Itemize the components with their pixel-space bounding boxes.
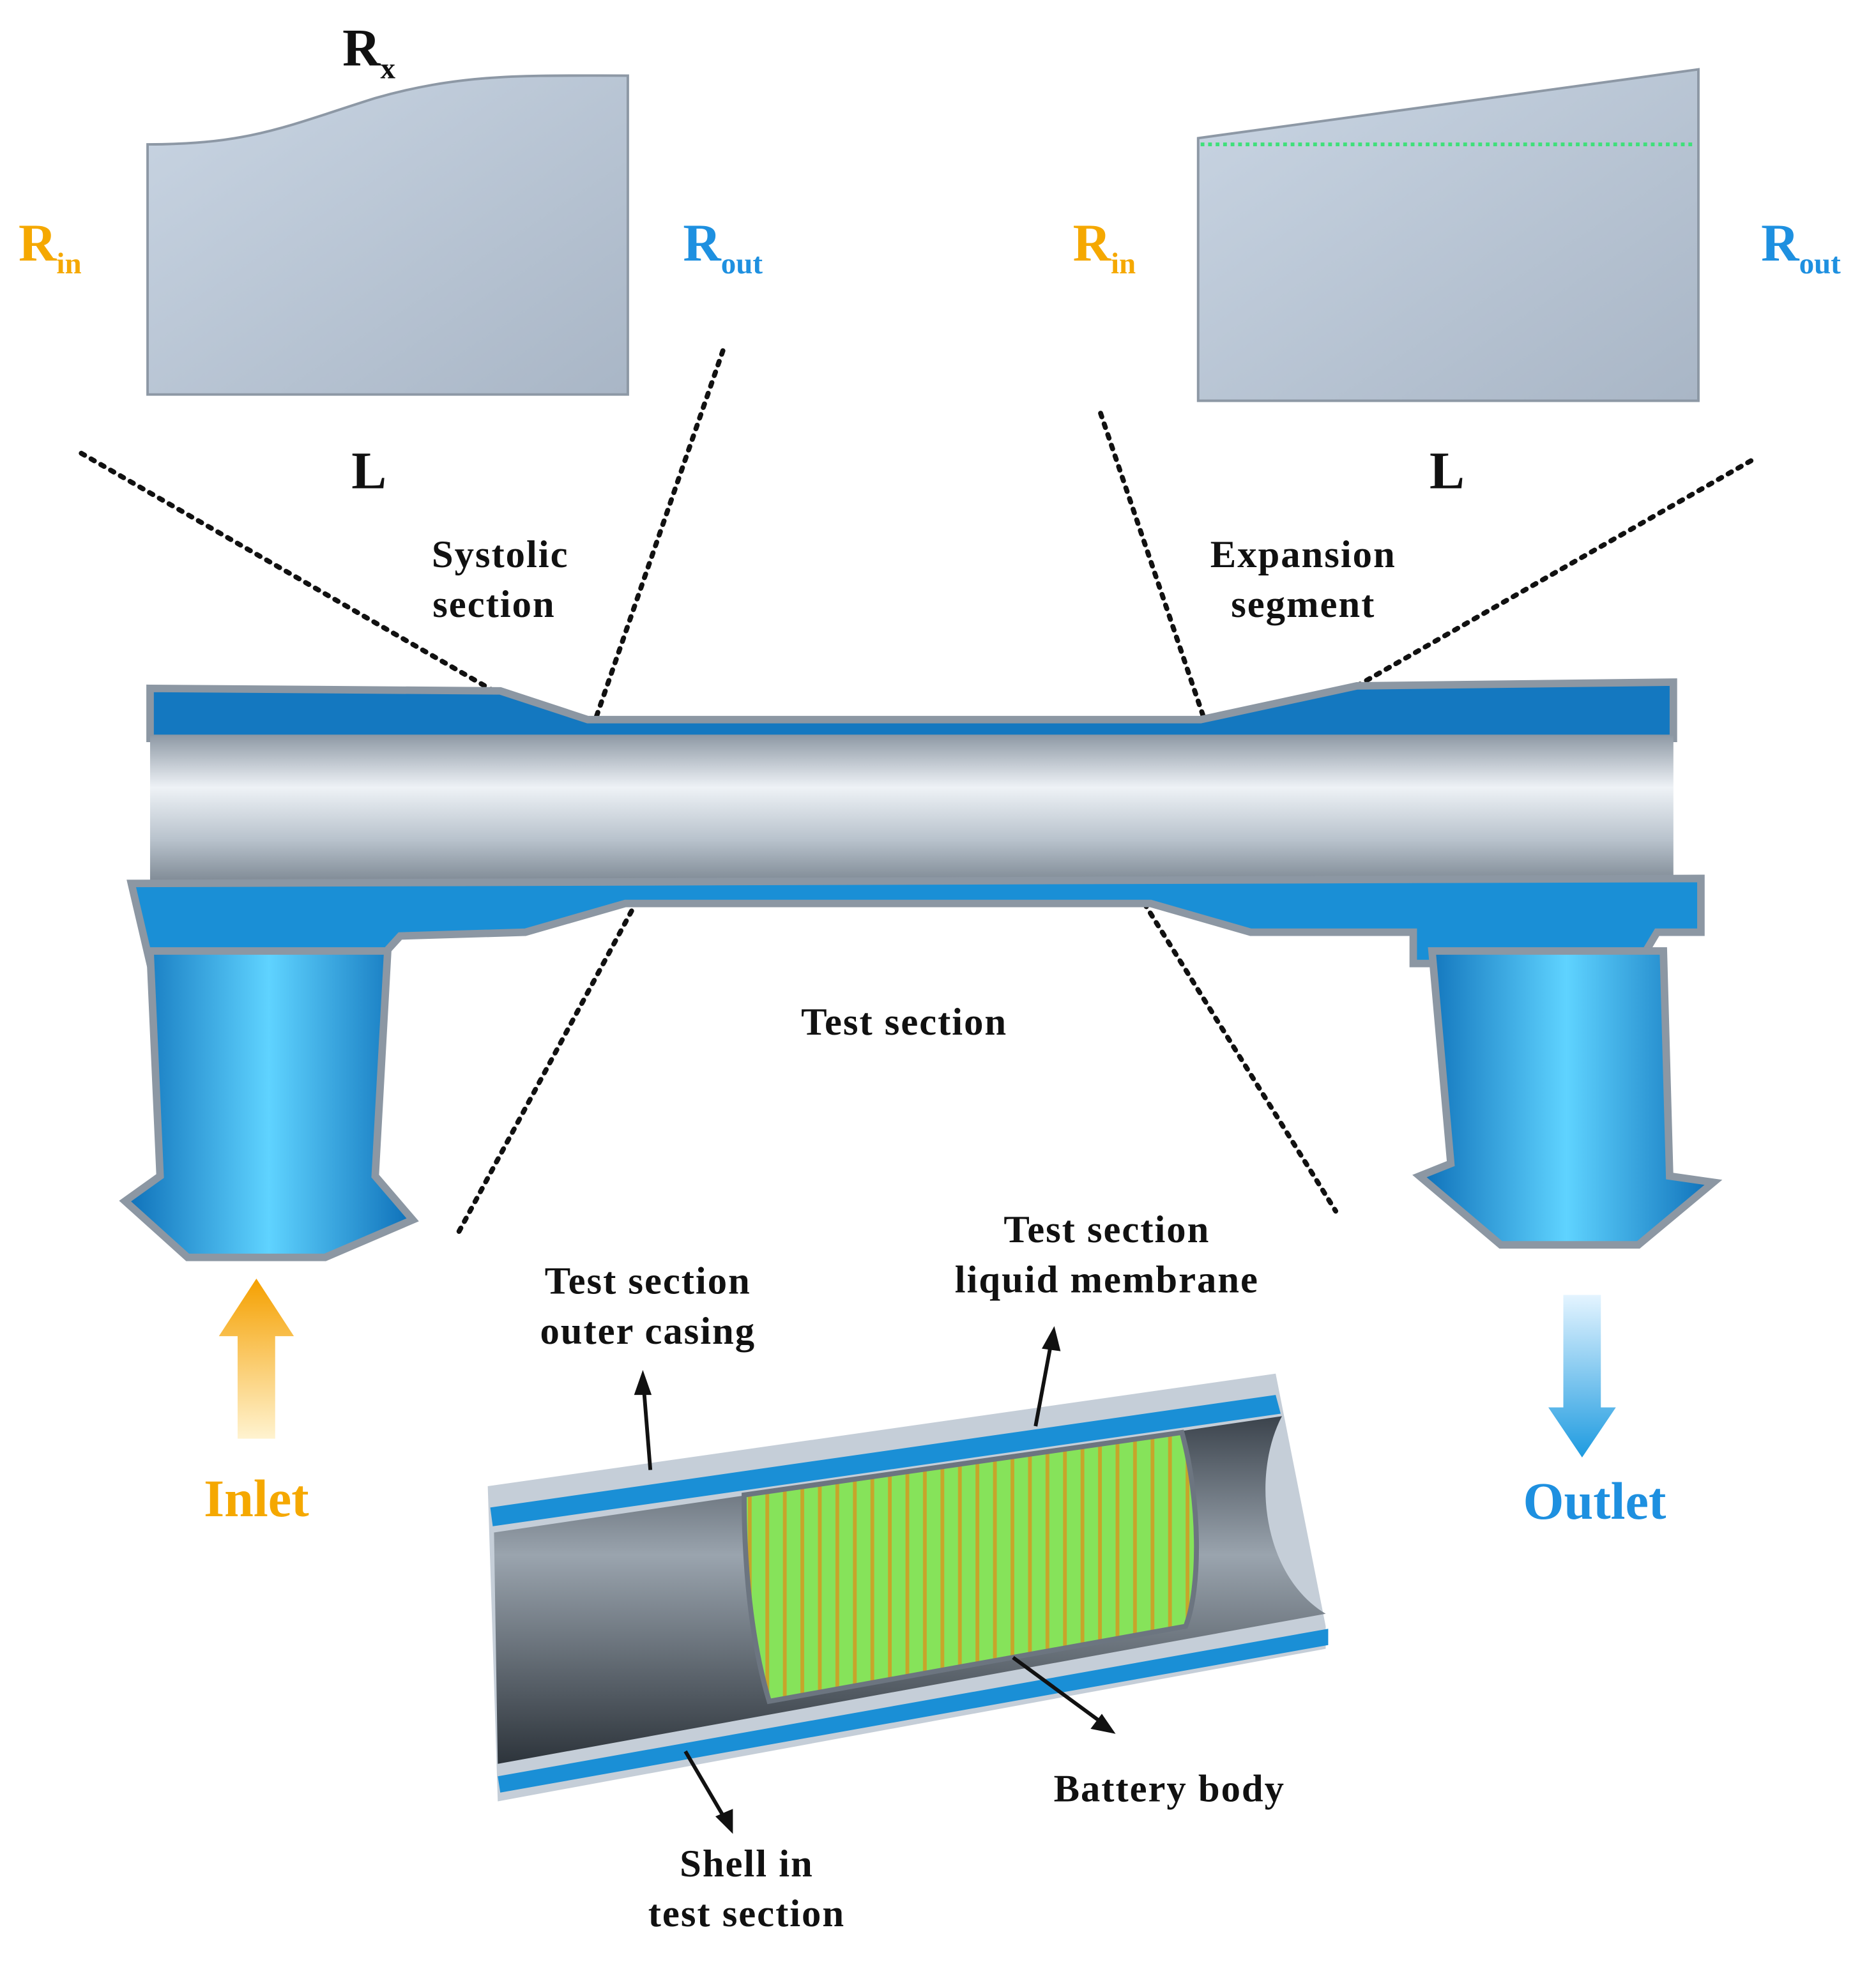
- outer-casing-label: Test section: [545, 1260, 751, 1303]
- rx-label: Rx: [342, 19, 395, 86]
- systolic-profile-shape: [146, 74, 629, 396]
- battery-body: [742, 1429, 1199, 1705]
- inlet-leg: [119, 947, 419, 1261]
- outlet-leg: [1412, 947, 1723, 1249]
- systolic-profile-panel: Rx Rin Rout L: [19, 19, 763, 500]
- battery-cutaway: [487, 1373, 1329, 1802]
- length-label: L: [351, 442, 386, 500]
- rout-label: Rout: [683, 214, 763, 280]
- liquid-membrane-label-2: liquid membrane: [955, 1259, 1259, 1302]
- liquid-membrane-label: Test section: [1003, 1208, 1210, 1251]
- systolic-section-label: Systolic: [432, 533, 569, 576]
- systolic-section-label-2: section: [432, 583, 555, 626]
- inlet-label: Inlet: [204, 1470, 309, 1528]
- length-label: L: [1430, 442, 1465, 500]
- rout-label: Rout: [1761, 214, 1841, 280]
- expansion-segment-label-2: segment: [1231, 583, 1375, 626]
- expansion-profile-panel: Rin Rout L: [1073, 68, 1841, 500]
- main-pipe: [119, 678, 1723, 1261]
- shell-label: Shell in: [680, 1843, 814, 1885]
- outer-casing-label-2: outer casing: [540, 1310, 756, 1353]
- expansion-segment-label: Expansion: [1210, 533, 1396, 576]
- shell-label-2: test section: [648, 1892, 845, 1935]
- rin-label: Rin: [19, 214, 82, 280]
- test-section-label: Test section: [801, 1001, 1007, 1044]
- inlet-arrow-icon: [218, 1279, 294, 1439]
- outlet-label: Outlet: [1523, 1472, 1666, 1530]
- zoom-guide-lines: [79, 348, 1754, 1239]
- rin-label: Rin: [1073, 214, 1136, 280]
- outlet-arrow-icon: [1548, 1295, 1616, 1457]
- battery-body-label: Battery body: [1054, 1767, 1285, 1810]
- expansion-profile-shape: [1196, 68, 1700, 402]
- callout-arrows: [634, 1326, 1116, 1834]
